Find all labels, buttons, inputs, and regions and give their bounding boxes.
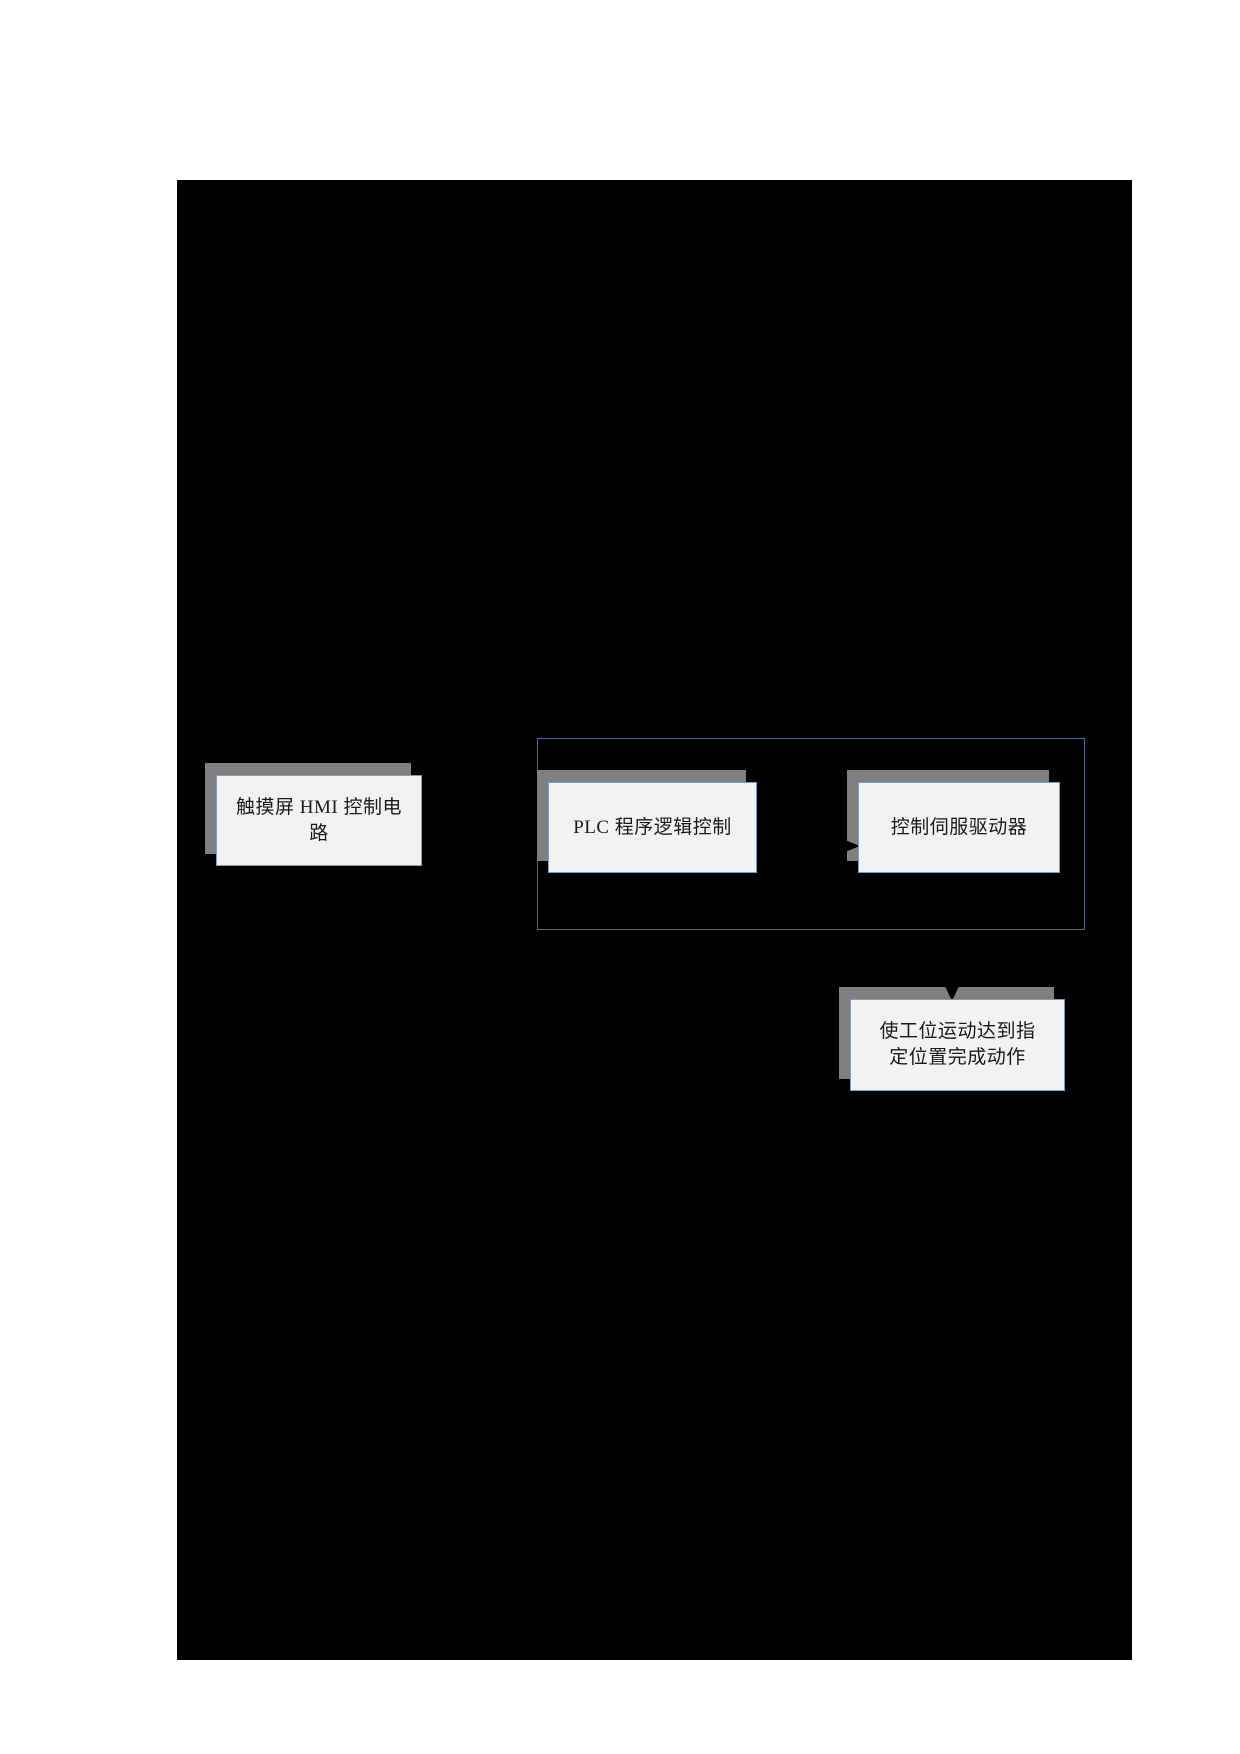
servo-driver-control-label: 控制伺服驱动器 <box>890 816 1028 838</box>
plc-logic-control-label: PLC 程序逻辑控制 <box>573 816 732 838</box>
hmi-control-circuit-label: 触摸屏 HMI 控制电 路 <box>236 796 402 844</box>
hmi-control-circuit-box[interactable]: 触摸屏 HMI 控制电 路 <box>216 775 422 866</box>
servo-driver-control-box[interactable]: 控制伺服驱动器 <box>858 782 1060 873</box>
station-motion-result-label: 使工位运动达到指 定位置完成动作 <box>879 1021 1036 1068</box>
page-canvas <box>177 180 1132 1660</box>
plc-logic-control-box[interactable]: PLC 程序逻辑控制 <box>548 782 757 873</box>
station-motion-result-box[interactable]: 使工位运动达到指 定位置完成动作 <box>850 999 1065 1091</box>
